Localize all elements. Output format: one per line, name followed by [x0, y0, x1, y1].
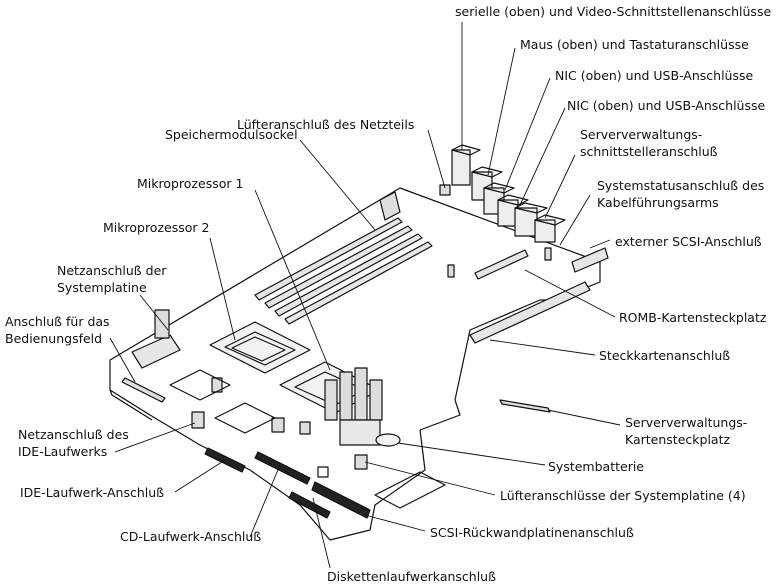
label-control-panel-line1: Anschluß für das — [5, 314, 110, 329]
label-cpu1: Mikroprozessor 1 — [137, 176, 244, 191]
label-floppy: Diskettenlaufwerkanschluß — [327, 569, 496, 584]
battery-icon — [375, 433, 401, 447]
cpu2-socket — [209, 321, 311, 374]
label-mgmt-card-line2: Kartensteckplatz — [625, 432, 731, 447]
label-ide-power-line1: Netzanschluß des — [18, 427, 129, 442]
label-scsi-backplane: SCSI-Rückwandplatinenanschluß — [430, 525, 634, 540]
psu-fan-connector — [439, 184, 451, 196]
memory-sockets — [254, 191, 433, 325]
mgmt-card-slot — [499, 399, 551, 413]
floppy-connector — [288, 491, 331, 519]
label-mgmt-interface: Serververwaltungs- schnittstelleranschlu… — [580, 126, 718, 160]
romb-slot — [474, 249, 529, 280]
cd-connector — [254, 451, 311, 485]
label-battery: Systembatterie — [548, 459, 645, 474]
label-control-panel-line2: Bedienungsfeld — [5, 331, 103, 346]
label-system-status-line1: Systemstatusanschluß des — [597, 178, 765, 193]
label-ide-drive: IDE-Laufwerk-Anschluß — [20, 485, 165, 500]
ext-scsi-connector — [571, 247, 609, 273]
label-mgmt-interface-line1: Serververwaltungs- — [580, 127, 703, 142]
label-nic-usb-1: NIC (oben) und USB-Anschlüsse — [555, 68, 754, 83]
label-control-panel: Anschluß für das Bedienungsfeld — [5, 313, 110, 347]
control-panel-connector — [121, 377, 166, 403]
io-connectors — [451, 144, 566, 243]
label-board-power-line1: Netzanschluß der — [57, 263, 167, 278]
label-ide-power-line2: IDE-Laufwerks — [18, 444, 108, 459]
label-nic-usb-2: NIC (oben) und USB-Anschlüsse — [567, 98, 766, 113]
board-power-connector — [131, 309, 181, 369]
label-board-fans: Lüfteranschlüsse der Systemplatine (4) — [500, 488, 746, 503]
label-mgmt-card: Serververwaltungs- Kartensteckplatz — [625, 414, 747, 448]
label-mgmt-card-line1: Serververwaltungs- — [625, 415, 748, 430]
label-system-status-line2: Kabelführungsarms — [597, 195, 719, 210]
scsi-backplane-connector — [311, 481, 371, 519]
label-memory-socket: Speichermodulsockel — [165, 127, 298, 142]
label-riser: Steckkartenanschluß — [599, 348, 731, 363]
label-romb-slot: ROMB-Kartensteckplatz — [619, 310, 767, 325]
label-board-power: Netzanschluß der Systemplatine — [57, 262, 166, 296]
label-ide-power: Netzanschluß des IDE-Laufwerks — [18, 426, 129, 460]
label-mgmt-interface-line2: schnittstelleranschluß — [580, 144, 718, 159]
riser-connector — [469, 281, 591, 344]
label-cd-drive: CD-Laufwerk-Anschluß — [120, 529, 262, 544]
label-board-power-line2: Systemplatine — [57, 280, 147, 295]
label-psu-fan: Lüfteranschluß des Netzteils — [237, 117, 415, 132]
label-cpu2: Mikroprozessor 2 — [103, 220, 210, 235]
label-serial-video: serielle (oben) und Video-Schnittstellen… — [455, 4, 772, 19]
leader-lines — [109, 22, 621, 569]
cpu1-socket — [279, 361, 383, 446]
label-mouse-keyboard: Maus (oben) und Tastaturanschlüsse — [520, 37, 749, 52]
label-system-status: Systemstatusanschluß des Kabelführungsar… — [597, 177, 764, 211]
label-ext-scsi: externer SCSI-Anschluß — [615, 234, 762, 249]
